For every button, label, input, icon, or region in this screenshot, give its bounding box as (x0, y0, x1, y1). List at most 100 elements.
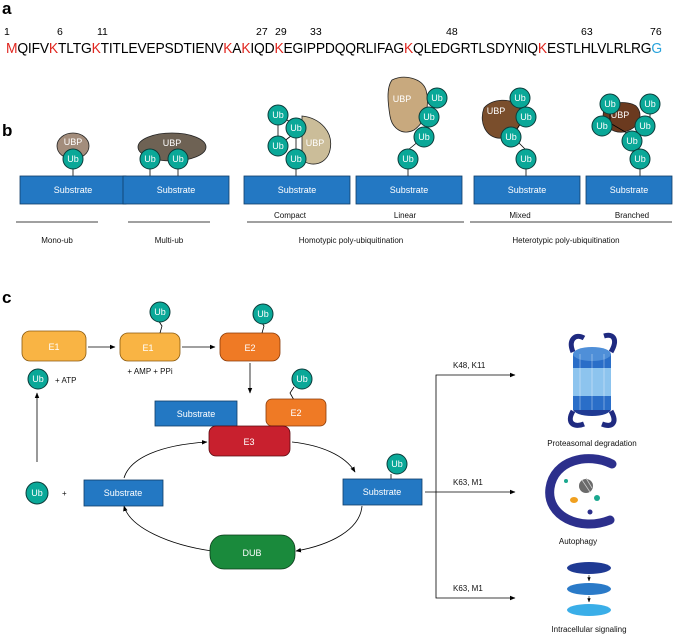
outcome-branch (435, 492, 516, 601)
substrate-label: Substrate (508, 185, 547, 195)
panel-label-b: b (2, 121, 12, 140)
e3-box (208, 425, 291, 457)
ub-circle (267, 135, 289, 157)
position-number: 6 (57, 26, 63, 38)
ubp-label: UBP (64, 137, 83, 147)
ub-circle (509, 87, 531, 109)
type-label-multi-ub: Multi-ub (155, 236, 184, 245)
ub-label: Ub (290, 154, 302, 164)
ub-circle (139, 148, 161, 170)
e1-label: E1 (48, 342, 59, 352)
ub-circle (634, 115, 656, 137)
cycle-arc (291, 441, 356, 473)
type-label-linear: Linear (394, 211, 417, 220)
amp-ppi-label: + AMP + PPi (127, 367, 172, 376)
linkage-label: K63, M1 (453, 478, 483, 487)
ub-label: Ub (418, 132, 430, 142)
substrate-box (473, 175, 581, 205)
ub-label: Ub (272, 110, 284, 120)
linkage-label: K63, M1 (453, 584, 483, 593)
panel-label-c: c (2, 288, 11, 307)
autophagosome-icon (545, 454, 617, 529)
ubp-label: UBP (306, 138, 325, 148)
e1-box (21, 330, 87, 362)
ub-label: Ub (272, 141, 284, 151)
e2-label: E2 (290, 408, 301, 418)
ub-label: Ub (514, 93, 526, 103)
type-label-compact: Compact (274, 211, 307, 220)
position-number: 1 (4, 26, 10, 38)
ub-label: Ub (520, 154, 532, 164)
sequence-segment: K (92, 40, 101, 57)
ub-circle (291, 368, 313, 390)
substrate-label: Substrate (104, 488, 143, 498)
ub-label: Ub (32, 374, 44, 384)
ub-label: Ub (626, 136, 638, 146)
substrate-label: Substrate (54, 185, 93, 195)
sequence-segment: TLTG (58, 40, 92, 57)
sequence-segment: K (241, 40, 250, 57)
ub-label: Ub (144, 154, 156, 164)
ub-label: Ub (634, 154, 646, 164)
ub-circle (418, 106, 440, 128)
substrate-label: Substrate (157, 185, 196, 195)
ub-circle (515, 106, 537, 128)
cycle-arc (123, 440, 208, 479)
ub-label: Ub (604, 99, 616, 109)
e2-label: E2 (244, 343, 255, 353)
substrate-box (355, 175, 463, 205)
substrate-label: Substrate (610, 185, 649, 195)
ub-label: Ub (505, 132, 517, 142)
dub-label: DUB (242, 548, 261, 558)
substrate-box (122, 175, 230, 205)
position-number: 29 (275, 26, 287, 38)
sequence-segment: QIFV (17, 40, 50, 57)
signaling-cascade-icon (567, 562, 611, 616)
ub-label: Ub (31, 488, 43, 498)
ub-label: Ub (154, 307, 166, 317)
ub-circle (591, 115, 613, 137)
branched-chain-diagram: UBP Ub Ub Ub Ub Ub Ub Substrate Branched (585, 93, 673, 220)
ubp-shape (301, 115, 332, 165)
ub-circle (285, 148, 307, 170)
sequence-segment: TITLEVEPSDTIENV (101, 40, 225, 57)
substrate-label: Substrate (390, 185, 429, 195)
outcome-label: Intracellular signaling (551, 625, 626, 634)
ub-circle (515, 148, 537, 170)
ub-circle (25, 481, 49, 505)
ub-label: Ub (644, 99, 656, 109)
position-number: 48 (446, 26, 458, 38)
ub-circle (599, 93, 621, 115)
sequence-segment: EGIPPDQQRLIFAG (284, 40, 404, 57)
linear-chain-diagram: UBP Ub Ub Ub Ub Substrate Linear (355, 76, 463, 220)
ub-circle (167, 148, 189, 170)
e1-ub-box (119, 332, 181, 362)
sequence-segment: K (49, 40, 58, 57)
sequence-segment: G (651, 40, 662, 57)
group-label-heterotypic: Heterotypic poly-ubiquitination (512, 236, 619, 245)
substrate-box (83, 479, 164, 507)
ubp-label: UBP (163, 138, 182, 148)
ub-circle (386, 453, 408, 475)
ub-label: Ub (257, 309, 269, 319)
position-numbers: 1 6 11 27 29 33 48 63 76 (4, 26, 662, 38)
plus-sign: + (62, 489, 67, 498)
e1-label: E1 (142, 343, 153, 353)
multi-ub-diagram: UBP Ub Ub Substrate Multi-ub (122, 132, 230, 245)
sequence-segment: M (6, 40, 17, 57)
substrate-label: Substrate (278, 185, 317, 195)
ub-circle (621, 130, 643, 152)
ub-circle (252, 303, 274, 325)
substrate-label: Substrate (177, 409, 216, 419)
ub-label: Ub (402, 154, 414, 164)
ubp-label: UBP (611, 110, 630, 120)
ub-circle (639, 93, 661, 115)
ub-circle (27, 368, 49, 390)
sequence-segment: QLEDGRTLSDYNIQ (413, 40, 538, 57)
linkage-label: K48, K11 (453, 361, 486, 370)
position-number: 76 (650, 26, 662, 38)
mono-ub-diagram: UBP Ub Substrate Mono-ub (16, 132, 127, 245)
ub-label: Ub (431, 93, 443, 103)
dub-box (209, 534, 296, 570)
ub-circle (413, 126, 435, 148)
